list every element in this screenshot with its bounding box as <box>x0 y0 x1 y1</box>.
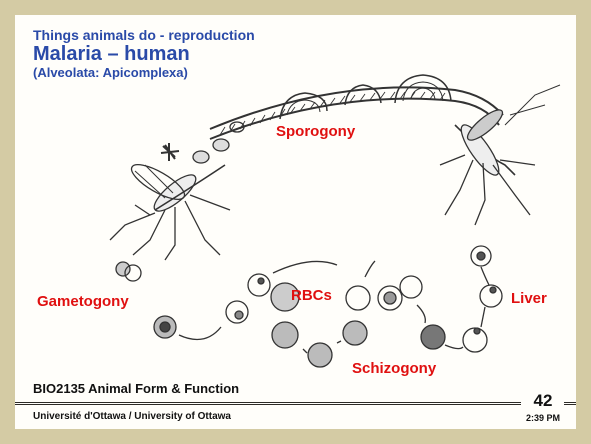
footer-divider <box>15 402 521 405</box>
slide: Things animals do - reproduction Malaria… <box>15 15 576 429</box>
erythrocytic-cycle <box>116 246 502 367</box>
university-name: Université d'Ottawa / University of Otta… <box>33 411 231 422</box>
slide-number: 42 <box>523 391 563 411</box>
left-mosquito <box>110 158 230 260</box>
label-gametogony: Gametogony <box>37 293 129 310</box>
label-schizogony: Schizogony <box>352 360 436 377</box>
right-mosquito <box>440 85 560 225</box>
course-title: BIO2135 Animal Form & Function <box>33 381 239 396</box>
label-sporogony: Sporogony <box>276 123 355 140</box>
sporogony-arch <box>210 87 503 139</box>
slide-time: 2:39 PM <box>515 413 571 423</box>
footer-divider-right <box>564 402 576 405</box>
left-parasite-shapes <box>161 122 244 163</box>
label-liver: Liver <box>511 290 547 307</box>
label-rbcs: RBCs <box>291 287 332 304</box>
malaria-lifecycle-diagram <box>15 15 576 429</box>
oocyst-shapes <box>280 75 451 119</box>
